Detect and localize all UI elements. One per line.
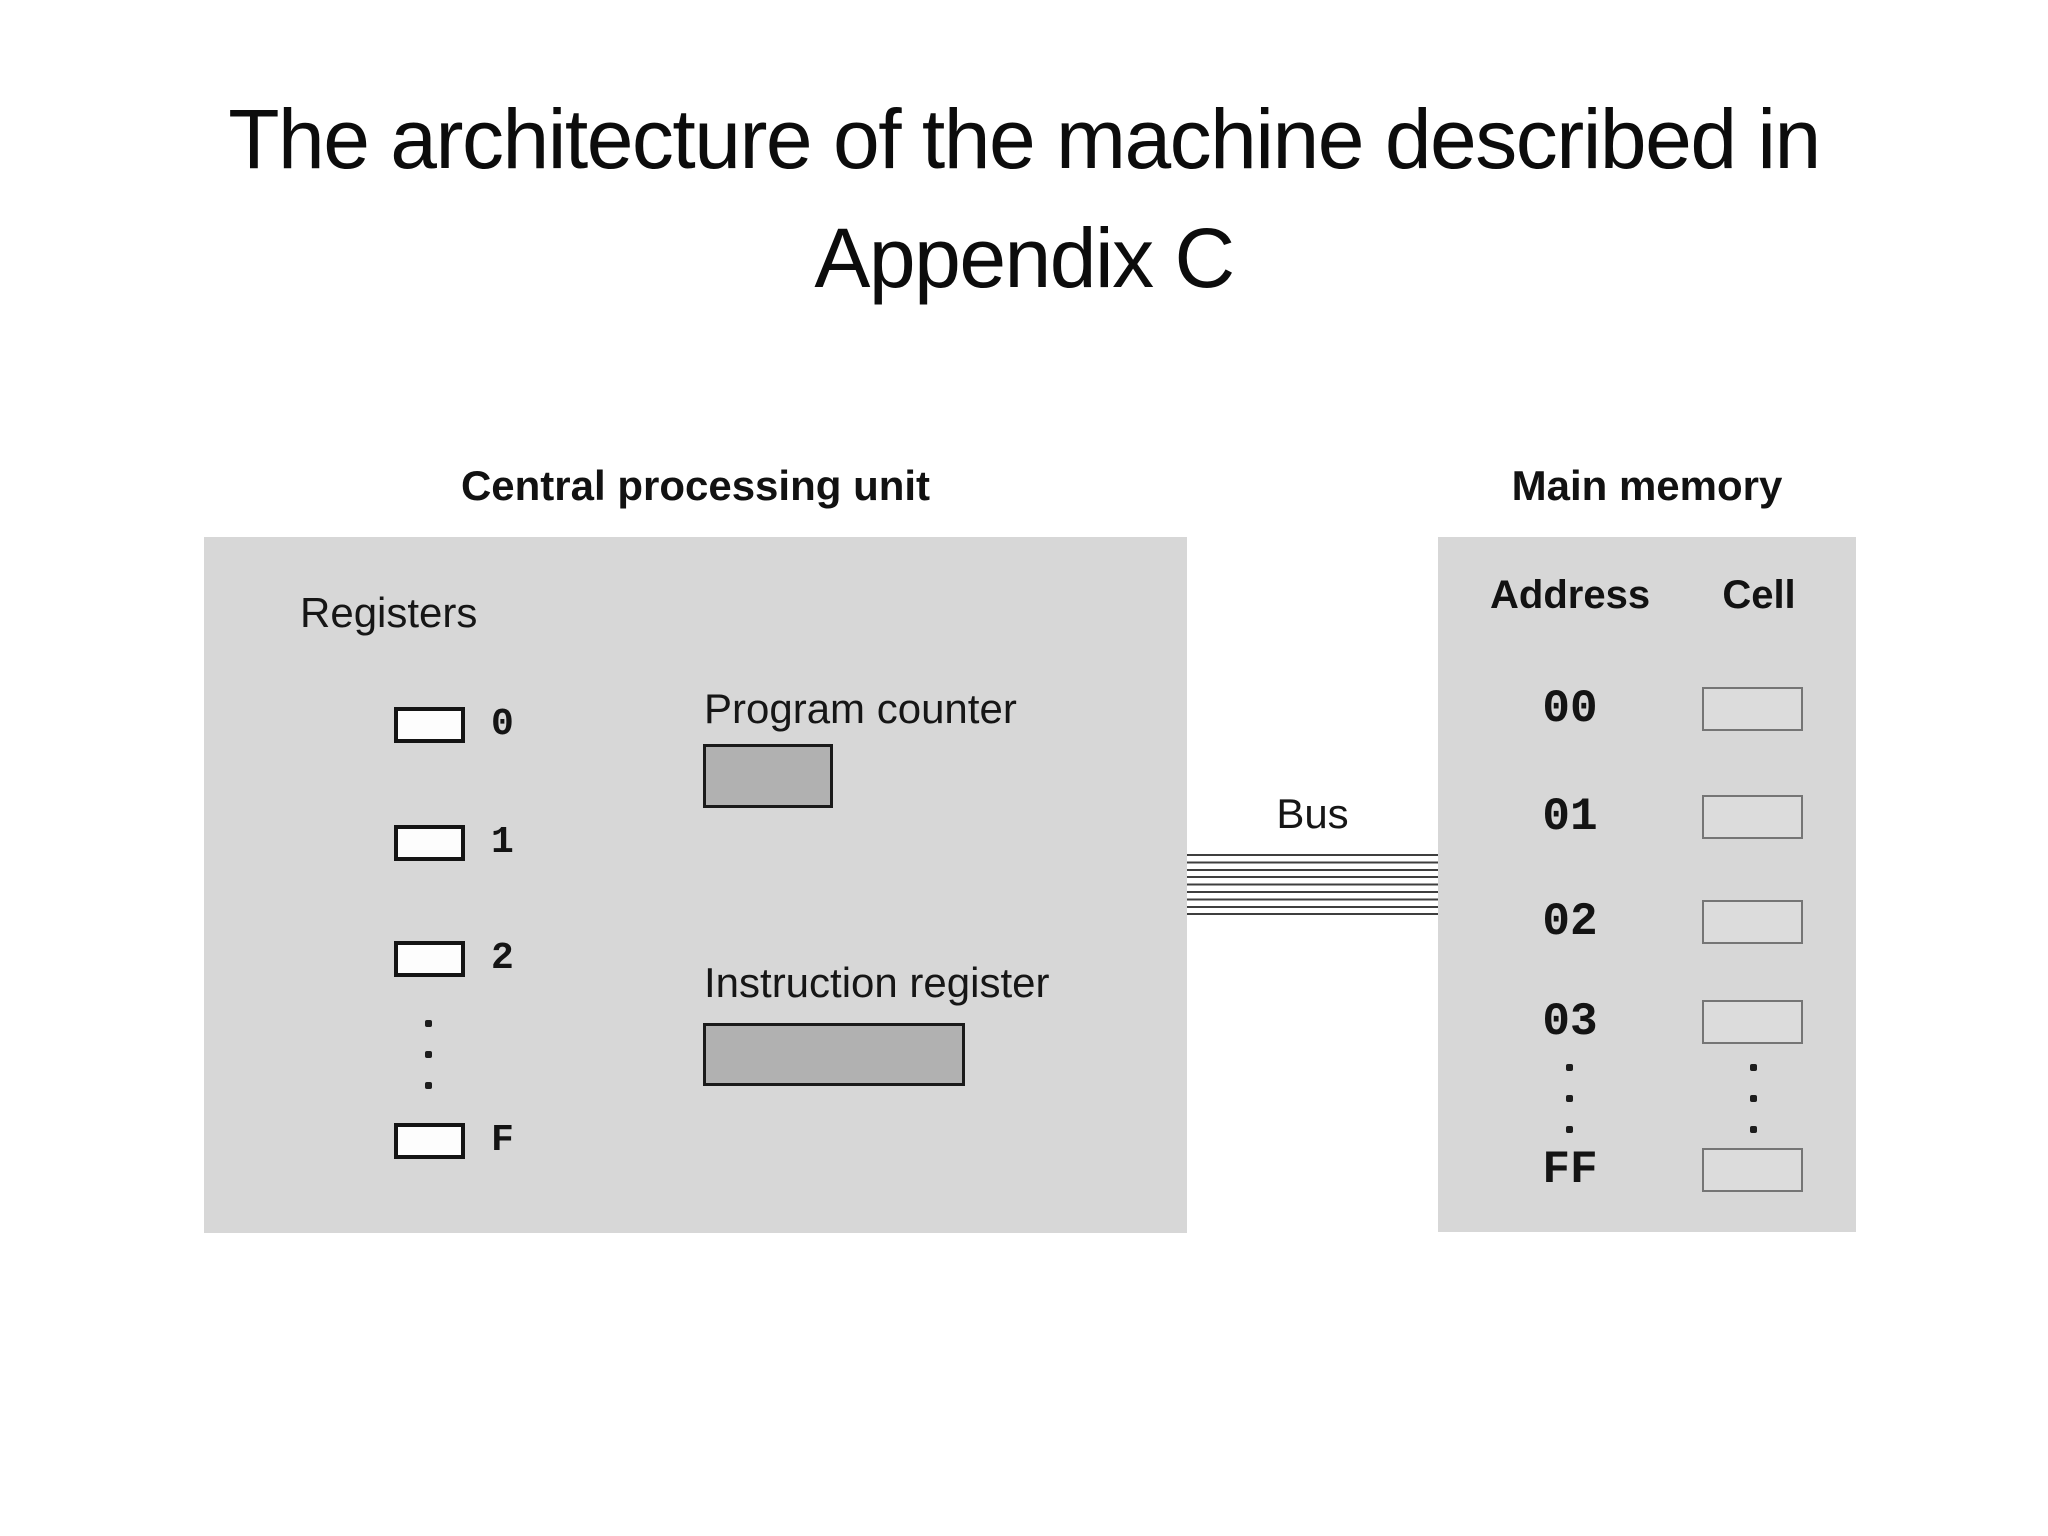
program-counter-label: Program counter	[704, 685, 1017, 732]
address-label: FF	[1542, 1144, 1598, 1196]
vertical-ellipsis	[1750, 1064, 1757, 1133]
memory-row-ff: FF	[1438, 1144, 1856, 1196]
memory-cell-box	[1702, 900, 1803, 944]
register-label: 2	[491, 937, 514, 980]
bus-lines	[1187, 854, 1438, 915]
register-row-1: 1	[394, 821, 514, 864]
memory-cell-box	[1702, 795, 1803, 839]
slide-title-line2: Appendix C	[814, 211, 1235, 306]
instruction-register-box	[703, 1023, 965, 1086]
cell-header: Cell	[1722, 573, 1796, 617]
bus-label: Bus	[1276, 790, 1349, 837]
memory-panel: Address Cell 00 01 02 03 FF	[1438, 537, 1856, 1232]
memory-cell-box	[1702, 1000, 1803, 1044]
vertical-ellipsis	[1566, 1064, 1573, 1133]
program-counter-box	[703, 744, 833, 808]
instruction-register-label: Instruction register	[704, 959, 1050, 1006]
memory-row-02: 02	[1438, 896, 1856, 948]
register-label: 0	[491, 703, 514, 746]
register-box	[394, 941, 465, 977]
address-label: 00	[1542, 683, 1598, 735]
memory-section-label: Main memory	[1511, 462, 1783, 509]
cpu-panel: Registers 0 1 2 F Program counter Instru…	[204, 537, 1187, 1233]
memory-row-01: 01	[1438, 791, 1856, 843]
memory-cell-box	[1702, 687, 1803, 731]
register-label: F	[491, 1119, 514, 1162]
address-label: 01	[1542, 791, 1598, 843]
memory-cell-box	[1702, 1148, 1803, 1192]
cpu-section-label: Central processing unit	[460, 462, 931, 509]
slide-title: The architecture of the machine describe…	[0, 80, 2048, 319]
memory-row-03: 03	[1438, 996, 1856, 1048]
address-label: 03	[1542, 996, 1598, 1048]
register-box	[394, 1123, 465, 1159]
address-header: Address	[1490, 573, 1651, 617]
address-label: 02	[1542, 896, 1598, 948]
registers-label: Registers	[300, 589, 478, 636]
register-row-f: F	[394, 1119, 514, 1162]
register-label: 1	[491, 821, 514, 864]
register-row-2: 2	[394, 937, 514, 980]
register-box	[394, 707, 465, 743]
register-row-0: 0	[394, 703, 514, 746]
register-box	[394, 825, 465, 861]
vertical-ellipsis	[425, 1020, 432, 1089]
slide-title-line1: The architecture of the machine describe…	[228, 92, 1821, 186]
memory-row-00: 00	[1438, 683, 1856, 735]
